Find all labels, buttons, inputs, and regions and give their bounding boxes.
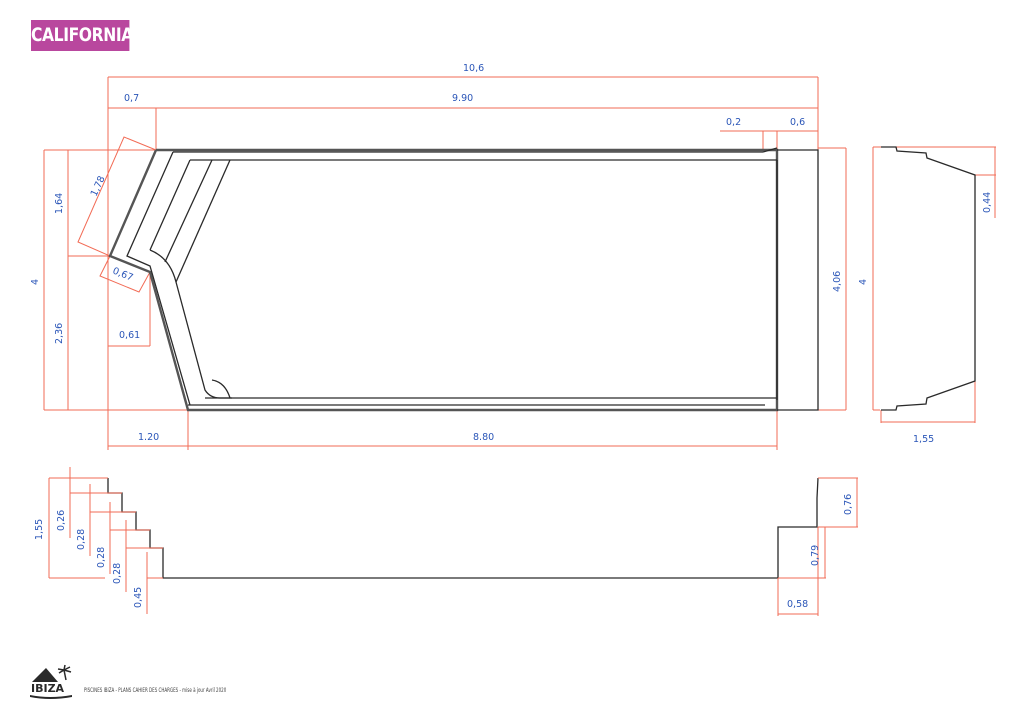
dim-bottom-length: 8.80 xyxy=(473,432,494,443)
dim-step-1: 0,26 xyxy=(56,510,67,531)
dim-right-width: 0,58 xyxy=(787,599,808,610)
dim-stair-depth-lower: 2,36 xyxy=(54,323,65,344)
plan-dimension-lines xyxy=(43,76,847,450)
footer-text: PISCINES IBIZA - PLANS CAHIER DES CHARGE… xyxy=(84,686,227,694)
dim-side-depth: 1,55 xyxy=(913,434,934,445)
dim-right-step: 0,2 xyxy=(726,117,741,128)
dim-side-slope: 0,44 xyxy=(982,192,993,213)
mountain-icon xyxy=(32,668,58,682)
dim-total-length: 10,6 xyxy=(463,63,484,74)
dim-side-width: 4 xyxy=(858,279,869,285)
dim-section-total-depth: 1,55 xyxy=(34,519,45,540)
dim-step-3: 0,28 xyxy=(96,547,107,568)
dim-step-2: 0,28 xyxy=(76,529,87,550)
ibiza-logo: IBIZA xyxy=(30,664,72,699)
section-view xyxy=(48,467,858,616)
side-view xyxy=(872,146,996,423)
dim-right-lower: 0,79 xyxy=(810,545,821,566)
palm-tree-icon xyxy=(57,664,72,681)
dim-stair-diagonal: 1,78 xyxy=(89,174,108,198)
dim-top-length: 9.90 xyxy=(452,93,473,104)
dim-corner-offset: 0,61 xyxy=(119,330,140,341)
dim-stair-depth-upper: 1,64 xyxy=(54,193,65,214)
dim-right-width: 4,06 xyxy=(832,271,843,292)
dim-step-5: 0,45 xyxy=(133,587,144,608)
dim-right-upper: 0,76 xyxy=(843,494,854,515)
dim-left-offset: 0,7 xyxy=(124,93,139,104)
svg-text:IBIZA: IBIZA xyxy=(31,682,65,695)
dim-right-beam: 0,6 xyxy=(790,117,805,128)
dim-total-width-left: 4 xyxy=(30,279,41,285)
page-title: CALIFORNIA 3 xyxy=(31,20,133,77)
dim-bottom-left: 1.20 xyxy=(138,432,159,443)
dim-corner-segment: 0,67 xyxy=(111,266,135,284)
plan-pool-outline xyxy=(108,147,819,412)
dim-step-4: 0,28 xyxy=(112,563,123,584)
